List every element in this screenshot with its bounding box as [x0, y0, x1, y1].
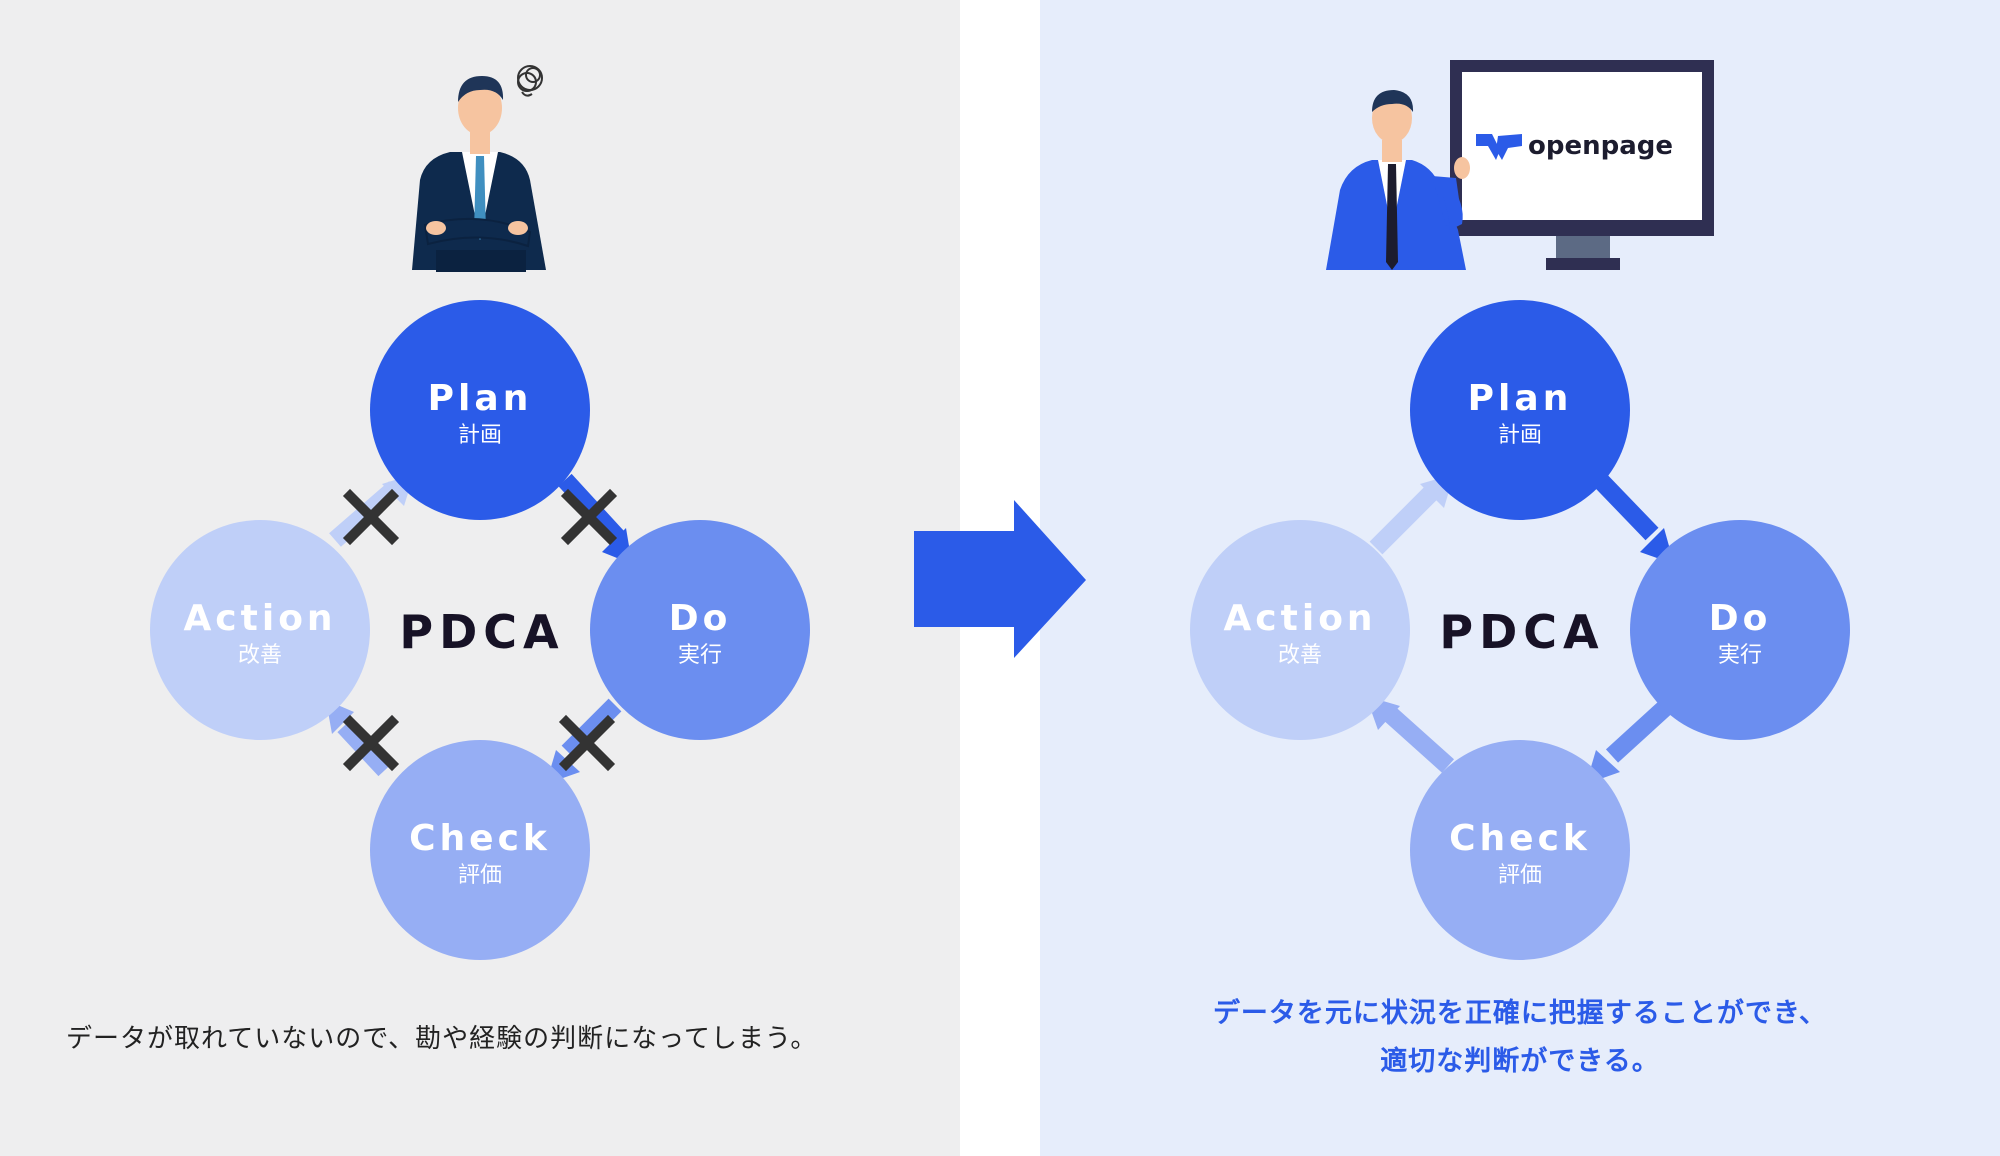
right-node-check: Check 評価 [1410, 740, 1630, 960]
confusion-scribble-icon [517, 65, 543, 97]
left-check-title: Check [409, 818, 551, 859]
right-caption-line-2: 適切な判断ができる。 [1380, 1046, 1660, 1077]
left-do-sub: 実行 [678, 643, 722, 668]
x-mark-icon [560, 488, 618, 546]
right-check-sub: 評価 [1498, 863, 1542, 888]
x-mark-icon [342, 714, 400, 772]
right-caption: データを元に状況を正確に把握することができ、 適切な判断ができる。 [1080, 990, 1960, 1086]
left-plan-title: Plan [428, 378, 533, 419]
right-node-plan: Plan 計画 [1410, 300, 1630, 520]
left-pdca-label: PDCA [399, 605, 564, 659]
left-node-action: Action 改善 [150, 520, 370, 740]
left-do-title: Do [669, 598, 732, 639]
left-node-check: Check 評価 [370, 740, 590, 960]
person-presenting-icon [1326, 90, 1470, 270]
left-check-sub: 評価 [458, 863, 502, 888]
right-arrow-do-to-check [1586, 698, 1675, 784]
left-action-title: Action [183, 598, 336, 639]
right-node-do: Do 実行 [1630, 520, 1850, 740]
x-mark-icon [558, 714, 616, 772]
x-mark-icon [342, 488, 400, 546]
right-do-sub: 実行 [1718, 643, 1762, 668]
left-node-plan: Plan 計画 [370, 300, 590, 520]
right-action-sub: 改善 [1278, 643, 1322, 668]
right-arrow-icon [914, 500, 1086, 658]
right-check-title: Check [1449, 818, 1591, 859]
left-caption: データが取れていないので、勘や経験の判断になってしまう。 [66, 1024, 818, 1054]
right-pdca-label: PDCA [1439, 605, 1604, 659]
person-arms-crossed-confused-icon [412, 65, 546, 272]
right-do-title: Do [1709, 598, 1772, 639]
right-plan-sub: 計画 [1498, 423, 1542, 448]
right-caption-line-1: データを元に状況を正確に把握することができ、 [1212, 998, 1828, 1029]
left-action-sub: 改善 [238, 643, 282, 668]
monitor-icon: openpage [1450, 60, 1714, 270]
right-node-action: Action 改善 [1190, 520, 1410, 740]
left-plan-sub: 計画 [458, 423, 502, 448]
monitor-brand-text: openpage [1528, 131, 1673, 161]
left-node-do: Do 実行 [590, 520, 810, 740]
right-action-title: Action [1223, 598, 1376, 639]
openpage-logo-icon: openpage [1476, 131, 1673, 161]
right-plan-title: Plan [1468, 378, 1573, 419]
right-arrow-plan-to-do [1593, 473, 1674, 564]
